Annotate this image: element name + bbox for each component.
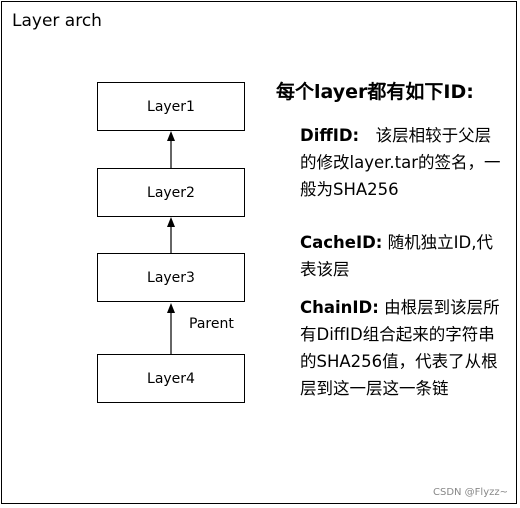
diffid-term: DiffID: — [300, 126, 360, 145]
layer3-box: Layer3 — [97, 253, 245, 302]
cacheid-description: CacheID: 随机独立ID,代表该层 — [300, 229, 505, 283]
diagram-title: Layer arch — [12, 11, 102, 31]
chainid-text: 由根层到该层所有DiffID组合起来的字符串的SHA256值，代表了从根层到这一… — [300, 298, 500, 398]
layer1-box: Layer1 — [97, 82, 245, 131]
diffid-text: 该层相较于父层的修改layer.tar的签名，一般为SHA256 — [300, 126, 501, 199]
cacheid-term: CacheID: — [300, 233, 383, 252]
cacheid-text: 随机独立ID,代表该层 — [300, 233, 493, 279]
id-heading: 每个layer都有如下ID: — [276, 81, 474, 103]
chainid-term: ChainID: — [300, 298, 379, 317]
diffid-description: DiffID: 该层相较于父层的修改layer.tar的签名，一般为SHA256 — [300, 122, 505, 203]
layer4-box: Layer4 — [97, 354, 245, 403]
parent-arrow-label: Parent — [189, 316, 234, 332]
layer2-box: Layer2 — [97, 168, 245, 217]
chainid-description: ChainID: 由根层到该层所有DiffID组合起来的字符串的SHA256值，… — [300, 294, 505, 402]
watermark: CSDN @Flyzz~ — [432, 487, 508, 498]
